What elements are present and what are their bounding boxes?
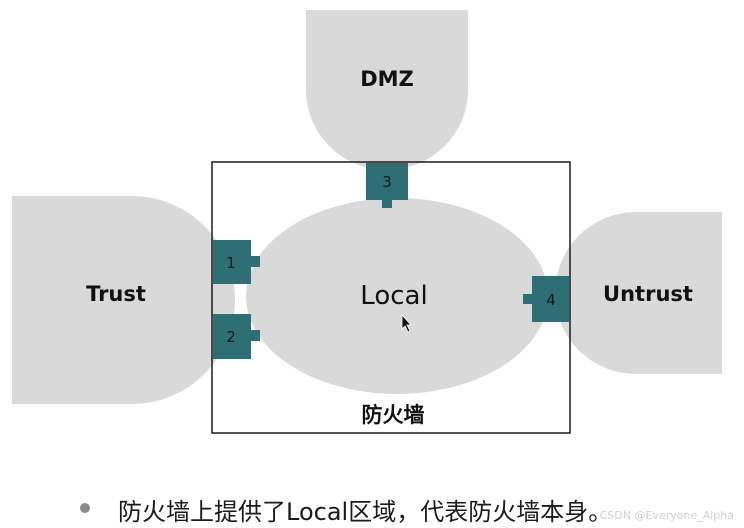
dmz-zone	[306, 10, 468, 170]
bullet-dot	[80, 503, 90, 513]
untrust-label: Untrust	[603, 282, 693, 306]
svg-text:3: 3	[382, 173, 392, 191]
port-2: 2	[213, 314, 260, 359]
local-zone	[246, 198, 548, 394]
port-1: 1	[213, 240, 260, 284]
trust-label: Trust	[86, 282, 146, 306]
trust-zone	[12, 196, 235, 404]
svg-text:1: 1	[226, 254, 236, 272]
firewall-label: 防火墙	[362, 403, 425, 427]
local-label: Local	[360, 281, 427, 311]
caption-text: 防火墙上提供了Local区域，代表防火墙本身。	[118, 498, 613, 526]
dmz-label: DMZ	[360, 67, 414, 91]
svg-text:2: 2	[226, 328, 236, 346]
port-3: 3	[366, 163, 408, 208]
svg-text:4: 4	[546, 291, 556, 309]
untrust-zone	[555, 212, 722, 374]
mouse-cursor-icon	[401, 313, 412, 333]
watermark: CSDN @Everyone_Alpha	[599, 509, 734, 522]
firewall-box	[211, 161, 571, 434]
port-4: 4	[523, 276, 569, 322]
